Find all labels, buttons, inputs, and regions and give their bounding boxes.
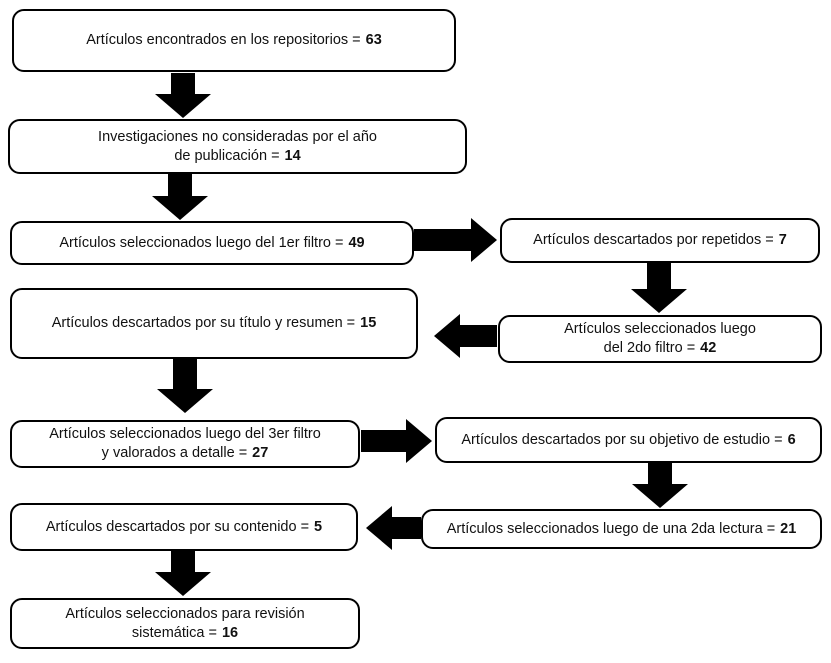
box-value: 49 — [348, 234, 365, 251]
box-text: Artículos seleccionados luego del 3er fi… — [49, 425, 321, 463]
box-text: Investigaciones no consideradas por el a… — [98, 128, 377, 166]
down-arrow-year-to-1st-filter — [152, 174, 208, 220]
box-label: Artículos descartados por su contenido = — [45, 518, 310, 535]
box-label: de publicación = — [174, 147, 280, 164]
flow-box-selected-3rd-filter: Artículos seleccionados luego del 3er fi… — [10, 420, 360, 468]
down-arrow-found-to-year — [155, 73, 211, 118]
flow-box-selected-2nd-filter: Artículos seleccionados luego del 2do fi… — [498, 315, 822, 363]
right-arrow-1st-filter-to-duplicates — [414, 218, 497, 262]
box-text: Artículos seleccionados luego del 2do fi… — [564, 320, 756, 358]
flow-box-discarded-title-abstract: Artículos descartados por su título y re… — [10, 288, 418, 359]
box-value: 15 — [360, 315, 377, 331]
box-label: del 2do filtro = — [603, 340, 696, 356]
down-arrow-duplicates-to-2nd-filter — [631, 263, 687, 313]
box-label: y valorados a detalle = — [101, 445, 248, 461]
box-text: Artículos seleccionados luego de una 2da… — [447, 520, 797, 539]
box-label: Artículos descartados por repetidos = — [533, 232, 774, 248]
box-label: sistemática = — [131, 624, 217, 641]
box-label: Artículos descartados por su título y re… — [51, 315, 356, 331]
down-arrow-title-abstract-to-3rd-filter — [157, 359, 213, 413]
flow-box-excluded-by-year: Investigaciones no consideradas por el a… — [8, 119, 467, 174]
box-label: Artículos descartados por su objetivo de… — [461, 431, 783, 448]
flow-box-discarded-content: Artículos descartados por su contenido =… — [10, 503, 358, 551]
box-text: Artículos descartados por su contenido =… — [46, 518, 322, 537]
box-label: Artículos seleccionados luego del 1er fi… — [59, 234, 344, 251]
box-value: 6 — [787, 431, 796, 448]
flow-box-articles-found: Artículos encontrados en los repositorio… — [12, 9, 456, 72]
box-text: Artículos descartados por su título y re… — [52, 314, 377, 333]
right-arrow-3rd-filter-to-objective — [361, 419, 432, 463]
box-text: Artículos seleccionados para revisión si… — [65, 605, 304, 643]
box-text: Artículos descartados por repetidos =7 — [533, 231, 787, 250]
box-value: 14 — [284, 147, 301, 164]
box-value: 27 — [252, 445, 269, 461]
box-text: Artículos encontrados en los repositorio… — [86, 31, 382, 50]
left-arrow-2nd-filter-to-title-abstract — [434, 314, 497, 358]
box-value: 16 — [221, 624, 239, 641]
down-arrow-objective-to-2nd-reading — [632, 463, 688, 508]
box-value: 7 — [778, 232, 787, 248]
left-arrow-2nd-reading-to-content — [366, 506, 421, 550]
box-value: 21 — [780, 520, 797, 537]
box-label: Artículos seleccionados luego de una 2da… — [446, 520, 776, 537]
box-value: 5 — [314, 518, 323, 535]
box-label: Artículos encontrados en los repositorio… — [86, 32, 361, 48]
down-arrow-content-to-final — [155, 551, 211, 596]
box-text: Artículos descartados por su objetivo de… — [461, 431, 795, 450]
box-text: Artículos seleccionados luego del 1er fi… — [59, 234, 364, 253]
box-label: Investigaciones no consideradas por el a… — [98, 128, 377, 145]
flow-box-selected-1st-filter: Artículos seleccionados luego del 1er fi… — [10, 221, 414, 265]
flow-box-final-selection: Artículos seleccionados para revisión si… — [10, 598, 360, 649]
box-label: Artículos seleccionados para revisión — [65, 605, 305, 622]
flow-box-discarded-duplicates: Artículos descartados por repetidos =7 — [500, 218, 820, 263]
box-value: 63 — [365, 32, 382, 48]
box-label: Artículos seleccionados luego del 3er fi… — [49, 426, 321, 442]
box-value: 42 — [700, 340, 717, 356]
flow-box-selected-2nd-reading: Artículos seleccionados luego de una 2da… — [421, 509, 822, 549]
box-label: Artículos seleccionados luego — [564, 321, 756, 337]
flow-box-discarded-study-objective: Artículos descartados por su objetivo de… — [435, 417, 822, 463]
